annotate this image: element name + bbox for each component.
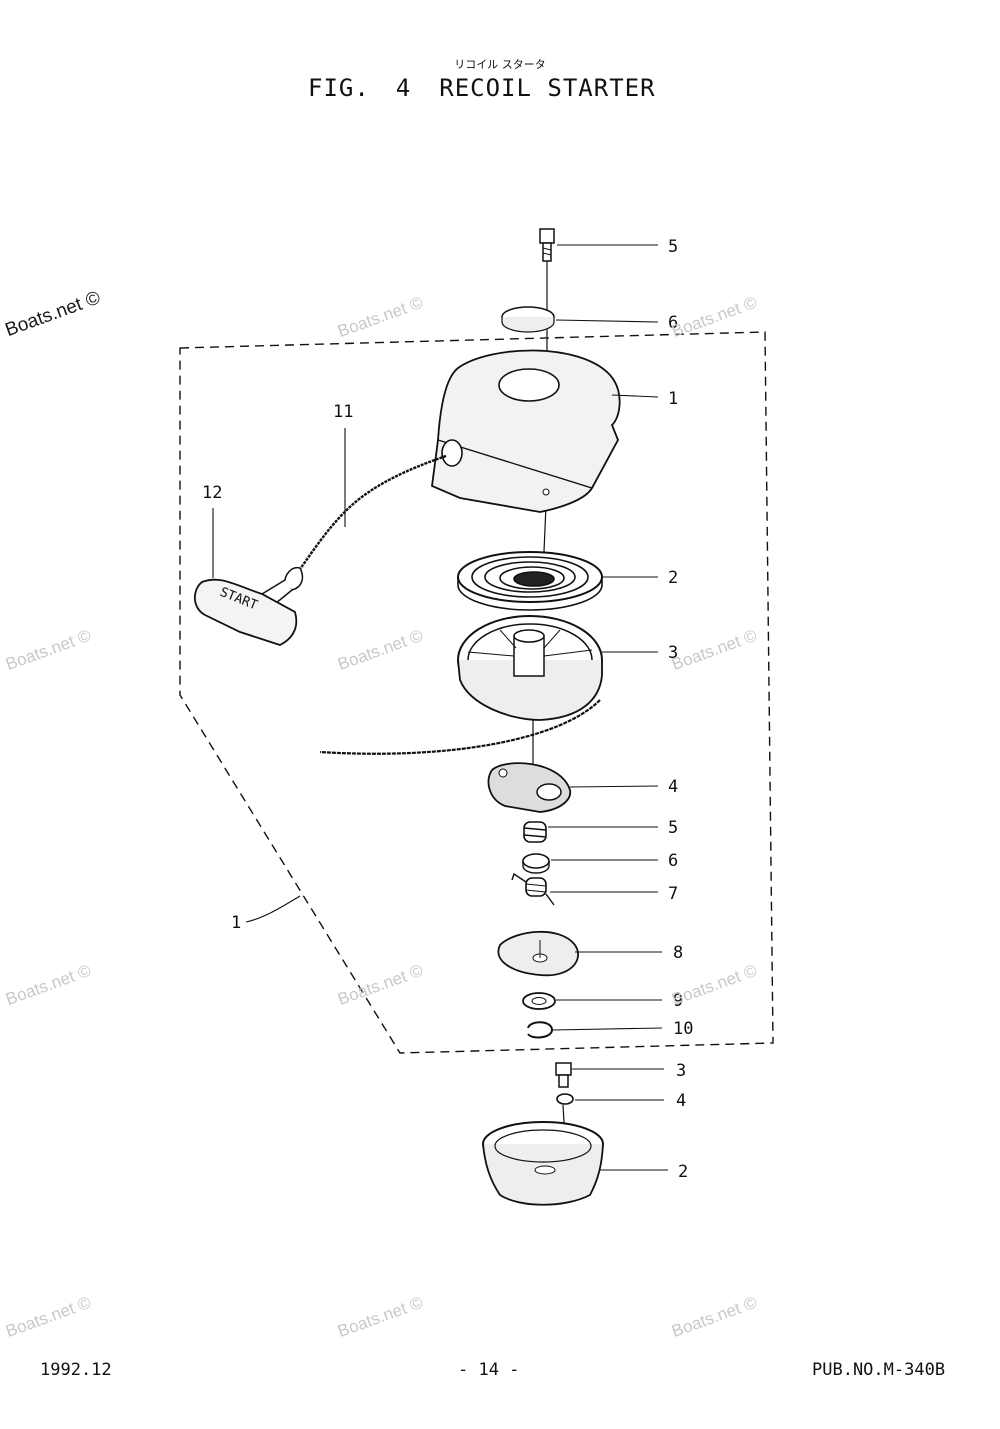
- fig-label: FIG.: [308, 74, 370, 102]
- callout-label: 4: [668, 777, 678, 797]
- washer-part: [522, 853, 550, 874]
- callout-label: 8: [673, 943, 683, 963]
- callout-label: 1: [231, 913, 241, 933]
- reel-part: [457, 615, 603, 721]
- callout-label: 2: [678, 1162, 688, 1182]
- torsion-spring-part: [511, 872, 555, 906]
- pulley-cup-part: [482, 1121, 604, 1206]
- bolt-part: [539, 228, 555, 262]
- clip-part: [527, 1021, 554, 1039]
- washer-9-part: [522, 992, 556, 1010]
- title-japanese: リコイル スタータ: [454, 58, 546, 71]
- bottom-washer-part: [556, 1093, 574, 1105]
- rope-continuation: [319, 699, 601, 755]
- callout-label: 11: [333, 402, 353, 422]
- assembly-boundary: [179, 331, 774, 1054]
- callout-label: 9: [673, 991, 683, 1011]
- fig-number: 4: [395, 74, 412, 102]
- figure-title: FIG. 4 RECOIL STARTER: [308, 74, 656, 102]
- callout-label: 10: [673, 1019, 693, 1039]
- starter-case-part: [431, 349, 621, 513]
- friction-plate-part: [497, 930, 579, 977]
- callout-label: 6: [668, 851, 678, 871]
- ratchet-part: [487, 762, 572, 813]
- spring-part: [457, 551, 603, 611]
- callout-label: 5: [668, 237, 678, 257]
- cap-part: [501, 306, 555, 333]
- footer-page-number: - 14 -: [458, 1360, 520, 1380]
- callout-label: 5: [668, 818, 678, 838]
- callout-label: 3: [676, 1061, 686, 1081]
- callout-label: 6: [668, 313, 678, 333]
- starter-rope: [297, 454, 447, 573]
- callout-label: 4: [676, 1091, 686, 1111]
- bottom-bolt-part: [555, 1062, 572, 1088]
- callout-label: 7: [668, 884, 678, 904]
- callout-label: 12: [202, 483, 222, 503]
- callout-label: 3: [668, 643, 678, 663]
- fig-title: RECOIL STARTER: [439, 74, 656, 102]
- leader-lines: [212, 244, 668, 1171]
- callout-label: 1: [668, 389, 678, 409]
- small-spring-part: [523, 821, 547, 843]
- callout-label: 2: [668, 568, 678, 588]
- starter-handle-part: START: [193, 566, 304, 646]
- footer-date: 1992.12: [40, 1360, 112, 1380]
- footer-publication-number: PUB.NO.M-340B: [812, 1360, 946, 1380]
